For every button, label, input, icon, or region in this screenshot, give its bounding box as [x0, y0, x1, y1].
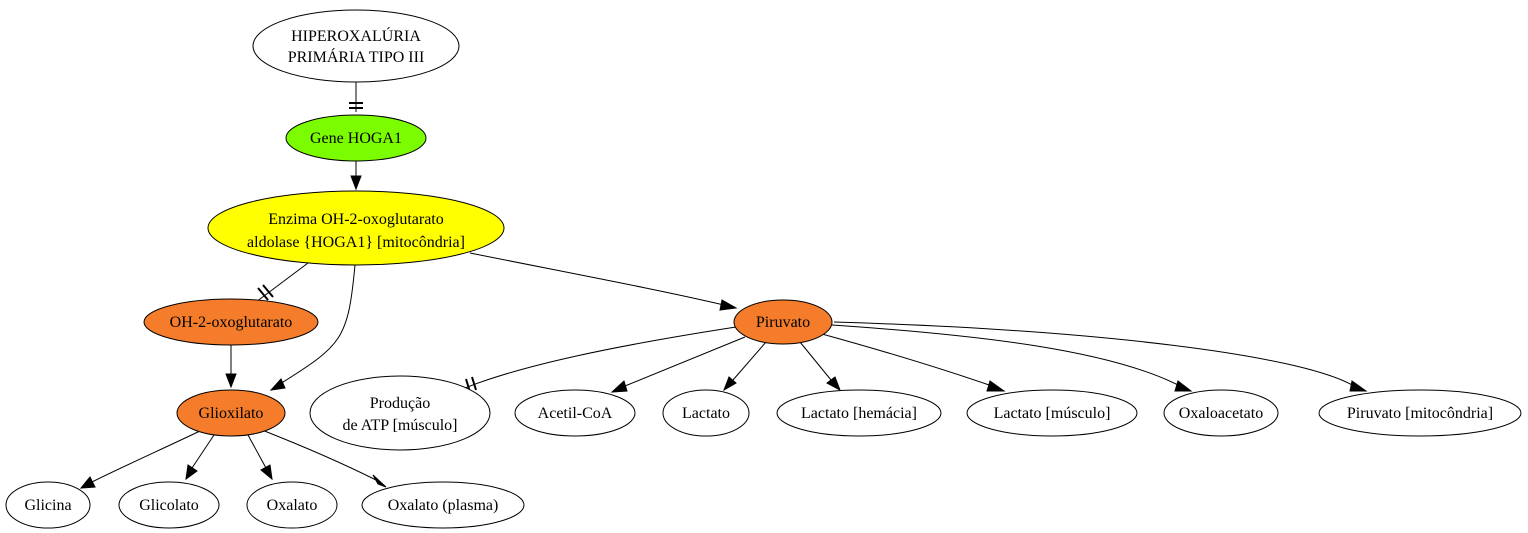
- node-label: Glioxilato: [199, 405, 264, 422]
- node-gene-hoga1[interactable]: Gene HOGA1: [285, 114, 427, 162]
- node-shape: [966, 389, 1138, 437]
- edge-piruvato-acetil: [610, 336, 746, 393]
- edge-oh2-glioxilato: [225, 345, 237, 389]
- node-shape: [285, 114, 427, 162]
- node-label: OH-2-oxoglutarato: [170, 314, 293, 331]
- node-glioxilato[interactable]: Glioxilato: [176, 389, 286, 437]
- edge-glioxilato-glicina: [79, 430, 201, 489]
- node-shape: [1163, 389, 1279, 437]
- node-shape: [118, 481, 220, 529]
- node-label: Glicolato: [139, 497, 199, 514]
- node-shape: [5, 481, 91, 529]
- edge-piruvato-lactato: [723, 341, 767, 392]
- node-shape: [246, 481, 338, 529]
- arrowhead: [723, 376, 737, 392]
- edge-piruvato-oxaloacetato: [831, 324, 1193, 392]
- node-oxalato-plasma[interactable]: Oxalato (plasma): [361, 481, 525, 529]
- node-glicolato[interactable]: Glicolato: [118, 481, 220, 529]
- edges-layer: [79, 82, 1368, 489]
- edge-piruvato-lactato-mus: [821, 333, 1006, 392]
- node-lactato[interactable]: Lactato: [662, 389, 750, 437]
- node-label-line1: Produção: [370, 395, 430, 412]
- arrowhead: [826, 376, 841, 392]
- arrowhead: [350, 175, 362, 191]
- edge-glioxilato-glicolato: [185, 434, 215, 481]
- node-shape: [143, 298, 319, 346]
- arrowhead: [1174, 380, 1193, 392]
- node-label: Lactato: [682, 405, 730, 422]
- inhibit-mark: [471, 376, 477, 391]
- node-piruvato-mitocondria[interactable]: Piruvato [mitocôndria]: [1318, 389, 1522, 437]
- node-shape: [309, 375, 491, 451]
- node-glicina[interactable]: Glicina: [5, 481, 91, 529]
- edge-enzima-oh2: [255, 262, 309, 303]
- edge-glioxilato-oxalato: [247, 434, 273, 481]
- node-acetil-coa[interactable]: Acetil-CoA: [514, 389, 636, 437]
- node-label-line2: aldolase {HOGA1} [mitocôndria]: [247, 234, 465, 251]
- node-shape: [1318, 389, 1522, 437]
- node-shape: [176, 389, 286, 437]
- node-label: Piruvato: [756, 314, 810, 331]
- node-shape: [207, 190, 505, 266]
- node-label: Acetil-CoA: [538, 405, 613, 422]
- edge-hiperoxaluria-gene: [349, 82, 363, 112]
- edge-enzima-piruvato: [469, 252, 738, 311]
- node-enzima[interactable]: Enzima OH-2-oxoglutarato aldolase {HOGA1…: [207, 190, 505, 266]
- node-shape: [514, 389, 636, 437]
- inhibit-mark: [257, 287, 269, 301]
- node-label-line2: PRIMÁRIA TIPO III: [288, 47, 425, 66]
- node-label-line1: HIPEROXALÚRIA: [291, 26, 421, 45]
- node-oh2-oxoglutarato[interactable]: OH-2-oxoglutarato: [143, 298, 319, 346]
- node-label: Oxalato: [267, 497, 318, 514]
- node-label: Gene HOGA1: [310, 130, 402, 147]
- node-label: Oxaloacetato: [1179, 405, 1263, 422]
- arrowhead: [225, 373, 237, 389]
- node-producao-atp[interactable]: Produção de ATP [músculo]: [309, 375, 491, 451]
- node-label: Glicina: [24, 497, 71, 514]
- edge-glioxilato-oxalato-plasma: [261, 429, 387, 488]
- node-lactato-musculo[interactable]: Lactato [músculo]: [966, 389, 1138, 437]
- node-hiperoxaluria[interactable]: HIPEROXALÚRIA PRIMÁRIA TIPO III: [252, 9, 460, 83]
- arrowhead: [269, 378, 286, 391]
- edge-enzima-glioxilato: [269, 264, 356, 391]
- node-lactato-hemacia[interactable]: Lactato [hemácia]: [776, 389, 942, 437]
- nodes-layer: HIPEROXALÚRIA PRIMÁRIA TIPO III Gene HOG…: [5, 9, 1522, 529]
- edge-gene-enzima: [350, 160, 362, 191]
- node-label-line2: de ATP [músculo]: [343, 417, 458, 434]
- node-label-line1: Enzima OH-2-oxoglutarato: [268, 211, 444, 228]
- node-oxaloacetato[interactable]: Oxaloacetato: [1163, 389, 1279, 437]
- arrowhead: [719, 299, 738, 311]
- arrowhead: [610, 380, 628, 393]
- node-label: Lactato [músculo]: [994, 405, 1111, 422]
- edge-piruvato-producao: [459, 326, 737, 393]
- node-shape: [776, 389, 942, 437]
- edge-piruvato-lactato-hem: [799, 341, 841, 392]
- node-piruvato[interactable]: Piruvato: [733, 299, 833, 345]
- node-label: Piruvato [mitocôndria]: [1347, 405, 1493, 422]
- arrowhead: [1349, 380, 1368, 392]
- arrowhead: [372, 474, 387, 488]
- arrowhead: [185, 464, 198, 481]
- node-shape: [252, 9, 460, 83]
- edge-piruvato-piruvato-mit: [833, 321, 1368, 392]
- arrowhead: [79, 476, 96, 489]
- arrowhead: [986, 380, 1006, 392]
- node-shape: [361, 481, 525, 529]
- node-label: Oxalato (plasma): [388, 497, 499, 514]
- node-label: Lactato [hemácia]: [801, 405, 917, 422]
- arrowhead: [260, 464, 273, 481]
- node-shape: [662, 389, 750, 437]
- node-oxalato[interactable]: Oxalato: [246, 481, 338, 529]
- node-shape: [733, 299, 833, 345]
- inhibit-mark: [262, 284, 274, 298]
